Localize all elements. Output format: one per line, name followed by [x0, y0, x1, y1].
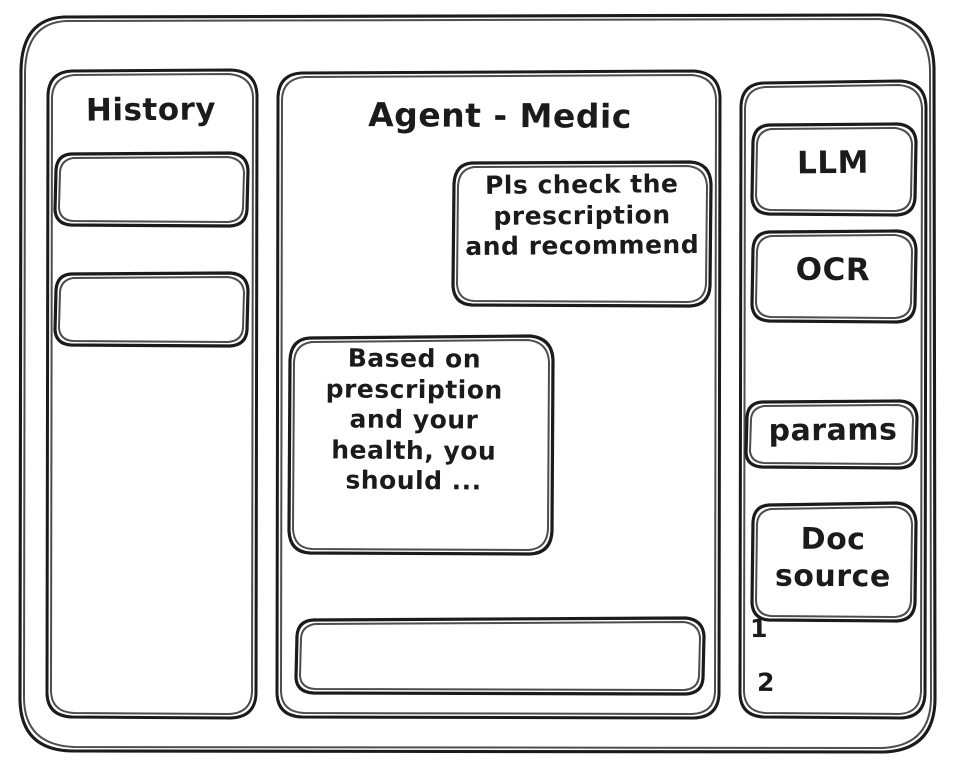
agent-message-text: Based on prescription and your health, y… [325, 343, 503, 496]
user-message-text: Pls check the prescription and recommend [465, 169, 700, 262]
llm-button[interactable] [752, 124, 917, 216]
doc-source-button[interactable] [752, 503, 917, 621]
history-panel-title: History [85, 91, 217, 129]
doc-source-list-marker-1[interactable]: 1 [749, 613, 769, 644]
composer-input[interactable] [296, 618, 705, 695]
doc-source-list-marker-2[interactable]: 2 [756, 667, 776, 698]
history-item[interactable] [55, 153, 249, 227]
ocr-button[interactable] [752, 231, 917, 323]
history-item[interactable] [55, 273, 249, 347]
page-title: Agent - Medic [368, 95, 632, 136]
params-button[interactable] [746, 401, 918, 469]
